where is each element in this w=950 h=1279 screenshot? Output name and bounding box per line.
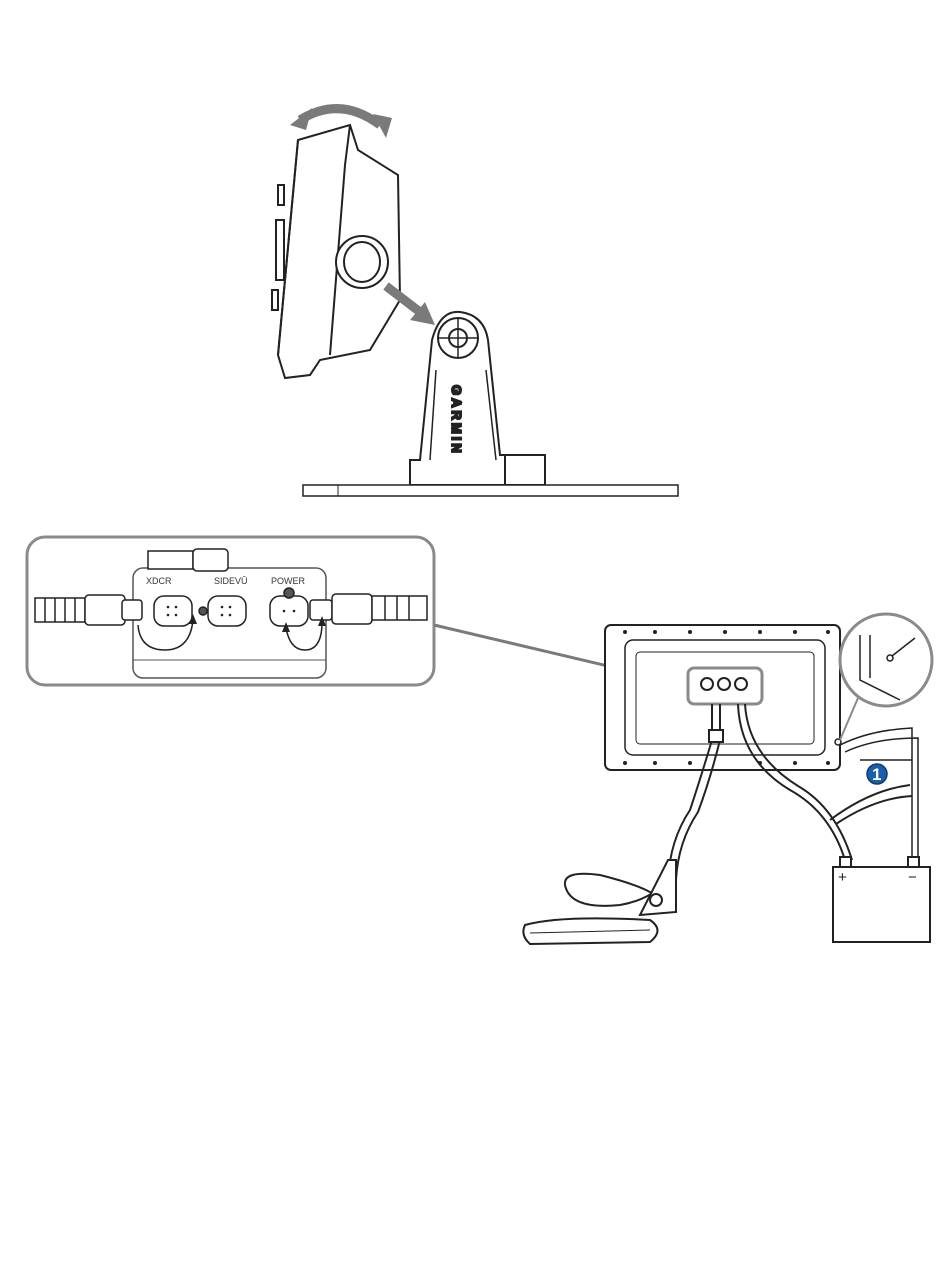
sidevu-port-label: SIDEVŪ — [214, 576, 248, 586]
device-button-1 — [276, 220, 284, 280]
xdcr-cable — [35, 598, 85, 622]
mounting-surface — [303, 485, 678, 496]
battery-negative-label: − — [908, 869, 917, 886]
transducer — [523, 860, 676, 944]
transducer-bolt — [650, 894, 662, 906]
mount-knob-inner — [344, 242, 380, 282]
power-cable — [372, 596, 427, 620]
fuse-callout: 1 — [867, 764, 887, 784]
cable-ferrule — [709, 730, 723, 742]
power-plug-collar — [332, 594, 372, 624]
ground-detail-magnifier — [840, 614, 932, 740]
device-back-view — [605, 625, 841, 770]
xdcr-plug-collar — [85, 595, 125, 625]
xdcr-port-label: XDCR — [146, 576, 172, 586]
rotation-arrow-head-left — [290, 108, 312, 130]
power-port — [270, 596, 308, 626]
port-2-icon — [718, 678, 730, 690]
rotation-arrow-icon — [300, 109, 380, 125]
power-lead-wire — [830, 785, 910, 820]
battery-positive-label: + — [838, 869, 847, 886]
mount-brand-label: GARMIN — [449, 385, 464, 456]
connector-inset-panel: XDCR SIDEVŪ POWER — [27, 537, 434, 685]
battery-positive-terminal — [840, 857, 851, 867]
port-1-icon — [701, 678, 713, 690]
mount-foot — [505, 455, 545, 485]
port-3-icon — [735, 678, 747, 690]
device-button-2 — [278, 185, 284, 205]
device-button-3 — [272, 290, 278, 310]
power-port-label: POWER — [271, 576, 306, 586]
xdcr-plug-tip — [122, 600, 142, 620]
xdcr-port — [154, 596, 192, 626]
battery-negative-terminal — [908, 857, 919, 867]
magnifier-pointer — [840, 698, 858, 740]
sidevu-port — [208, 596, 246, 626]
transducer-bracket — [640, 860, 676, 915]
power-plug-tip — [310, 600, 332, 620]
callout-number: 1 — [872, 765, 881, 784]
mounting-illustration: GARMIN — [272, 108, 678, 496]
sidevu-plug — [193, 549, 228, 571]
sidevu-cable — [148, 551, 193, 569]
